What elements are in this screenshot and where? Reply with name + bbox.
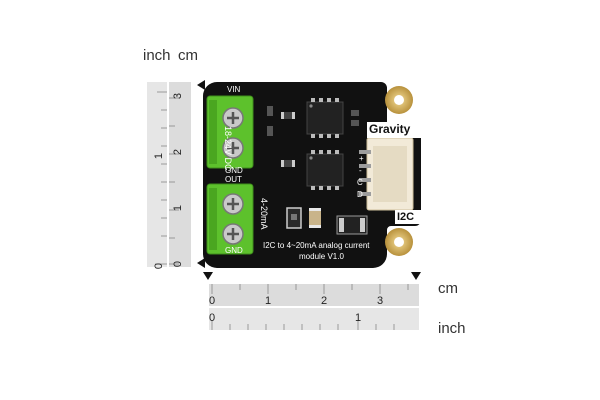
vertical-cm-tick-1: 1 xyxy=(172,204,185,212)
vertical-ruler-inch-unit: inch xyxy=(143,47,171,64)
vertical-cm-tick-3: 3 xyxy=(172,92,185,100)
pcb-board: Gravity I2C VIN GND OUT GND 18-24V DC 4-… xyxy=(203,82,421,268)
vertical-ruler-cm-unit: cm xyxy=(178,47,198,64)
description-line-1: I2C to 4~20mA analog current xyxy=(263,241,370,250)
vertical-cm-tick-2: 2 xyxy=(172,148,185,156)
horizontal-cm-tick-2: 2 xyxy=(321,295,328,307)
vertical-inch-tick-1: 1 xyxy=(153,152,166,160)
terminal-bottom-gnd-label: GND xyxy=(225,246,243,255)
horizontal-inch-tick-1: 1 xyxy=(355,312,362,324)
horizontal-inch-tick-0: 0 xyxy=(209,312,216,324)
corner-marker-bottom-left xyxy=(197,258,205,268)
description-line-2: module V1.0 xyxy=(299,252,344,261)
vertical-inch-tick-0: 0 xyxy=(153,262,166,270)
horizontal-ruler-inch-unit: inch xyxy=(438,320,466,337)
pin-label-plus: + xyxy=(359,154,364,163)
vertical-cm-tick-0: 0 xyxy=(172,260,185,268)
voltage-range-label: 18-24V DC xyxy=(223,126,233,171)
horizontal-cm-tick-0: 0 xyxy=(209,295,216,307)
pin-label-minus: - xyxy=(359,166,362,175)
corner-marker-bottom-left-h xyxy=(203,272,213,280)
horizontal-cm-tick-1: 1 xyxy=(265,295,272,307)
horizontal-cm-tick-3: 3 xyxy=(377,295,384,307)
pcb-artwork xyxy=(203,82,421,268)
horizontal-ruler xyxy=(209,284,419,330)
pin-label-d: D xyxy=(357,190,363,199)
corner-marker-bottom-right-h xyxy=(411,272,421,280)
terminal-top-vin-label: VIN xyxy=(227,85,241,94)
corner-marker-top-left xyxy=(197,80,205,90)
terminal-bottom-out-label: OUT xyxy=(225,175,242,184)
terminal-top-gnd-label: GND xyxy=(225,166,243,175)
brand-label: Gravity xyxy=(369,122,411,136)
horizontal-ruler-cm-unit: cm xyxy=(438,280,458,297)
interface-label: I2C xyxy=(397,211,415,223)
vertical-ruler xyxy=(147,82,191,267)
pin-label-c: C xyxy=(357,178,363,187)
